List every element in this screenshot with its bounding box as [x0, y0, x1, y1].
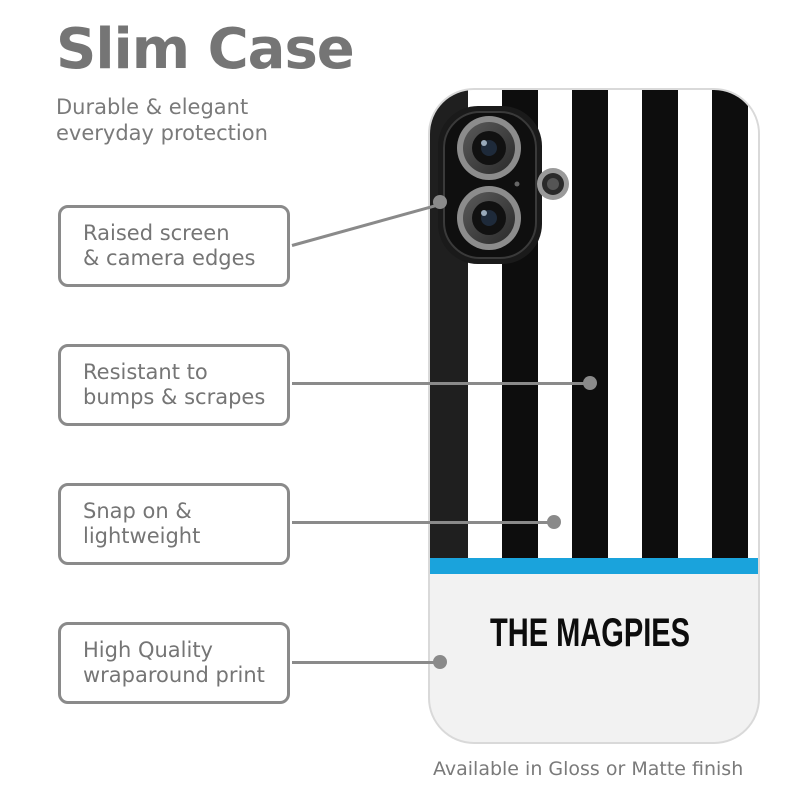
subtitle-line-1: Durable & elegant [56, 95, 249, 119]
leader-dot [583, 376, 597, 390]
phone-case-illustration: THE MAGPIES [428, 88, 760, 744]
feature-callout-resistant: Resistant to bumps & scrapes [58, 344, 290, 426]
accent-band [430, 558, 758, 574]
feature-label: Resistant to [83, 360, 208, 384]
feature-label: High Quality [83, 638, 213, 662]
leader-line [292, 521, 554, 524]
feature-label: wraparound print [83, 663, 265, 687]
feature-label: bumps & scrapes [83, 385, 266, 409]
stripe-dark [712, 90, 748, 558]
stripe-dark [642, 90, 678, 558]
subtitle-line-2: everyday protection [56, 121, 268, 145]
leader-line [292, 661, 440, 664]
stripe-dark [572, 90, 608, 558]
feature-label: Raised screen [83, 221, 230, 245]
feature-label: Snap on & [83, 499, 192, 523]
feature-callout-raised-edges: Raised screen & camera edges [58, 205, 290, 287]
page-title: Slim Case [56, 17, 355, 82]
print-text: THE MAGPIES [490, 611, 690, 655]
subtitle: Durable & elegant everyday protection [56, 94, 268, 146]
feature-callout-snap-on: Snap on & lightweight [58, 483, 290, 565]
feature-label: & camera edges [83, 246, 256, 270]
feature-callout-print: High Quality wraparound print [58, 622, 290, 704]
leader-line [292, 382, 590, 385]
leader-dot [433, 655, 447, 669]
finish-note: Available in Gloss or Matte finish [433, 758, 744, 780]
feature-label: lightweight [83, 524, 201, 548]
leader-dot [547, 515, 561, 529]
leader-dot [433, 195, 447, 209]
